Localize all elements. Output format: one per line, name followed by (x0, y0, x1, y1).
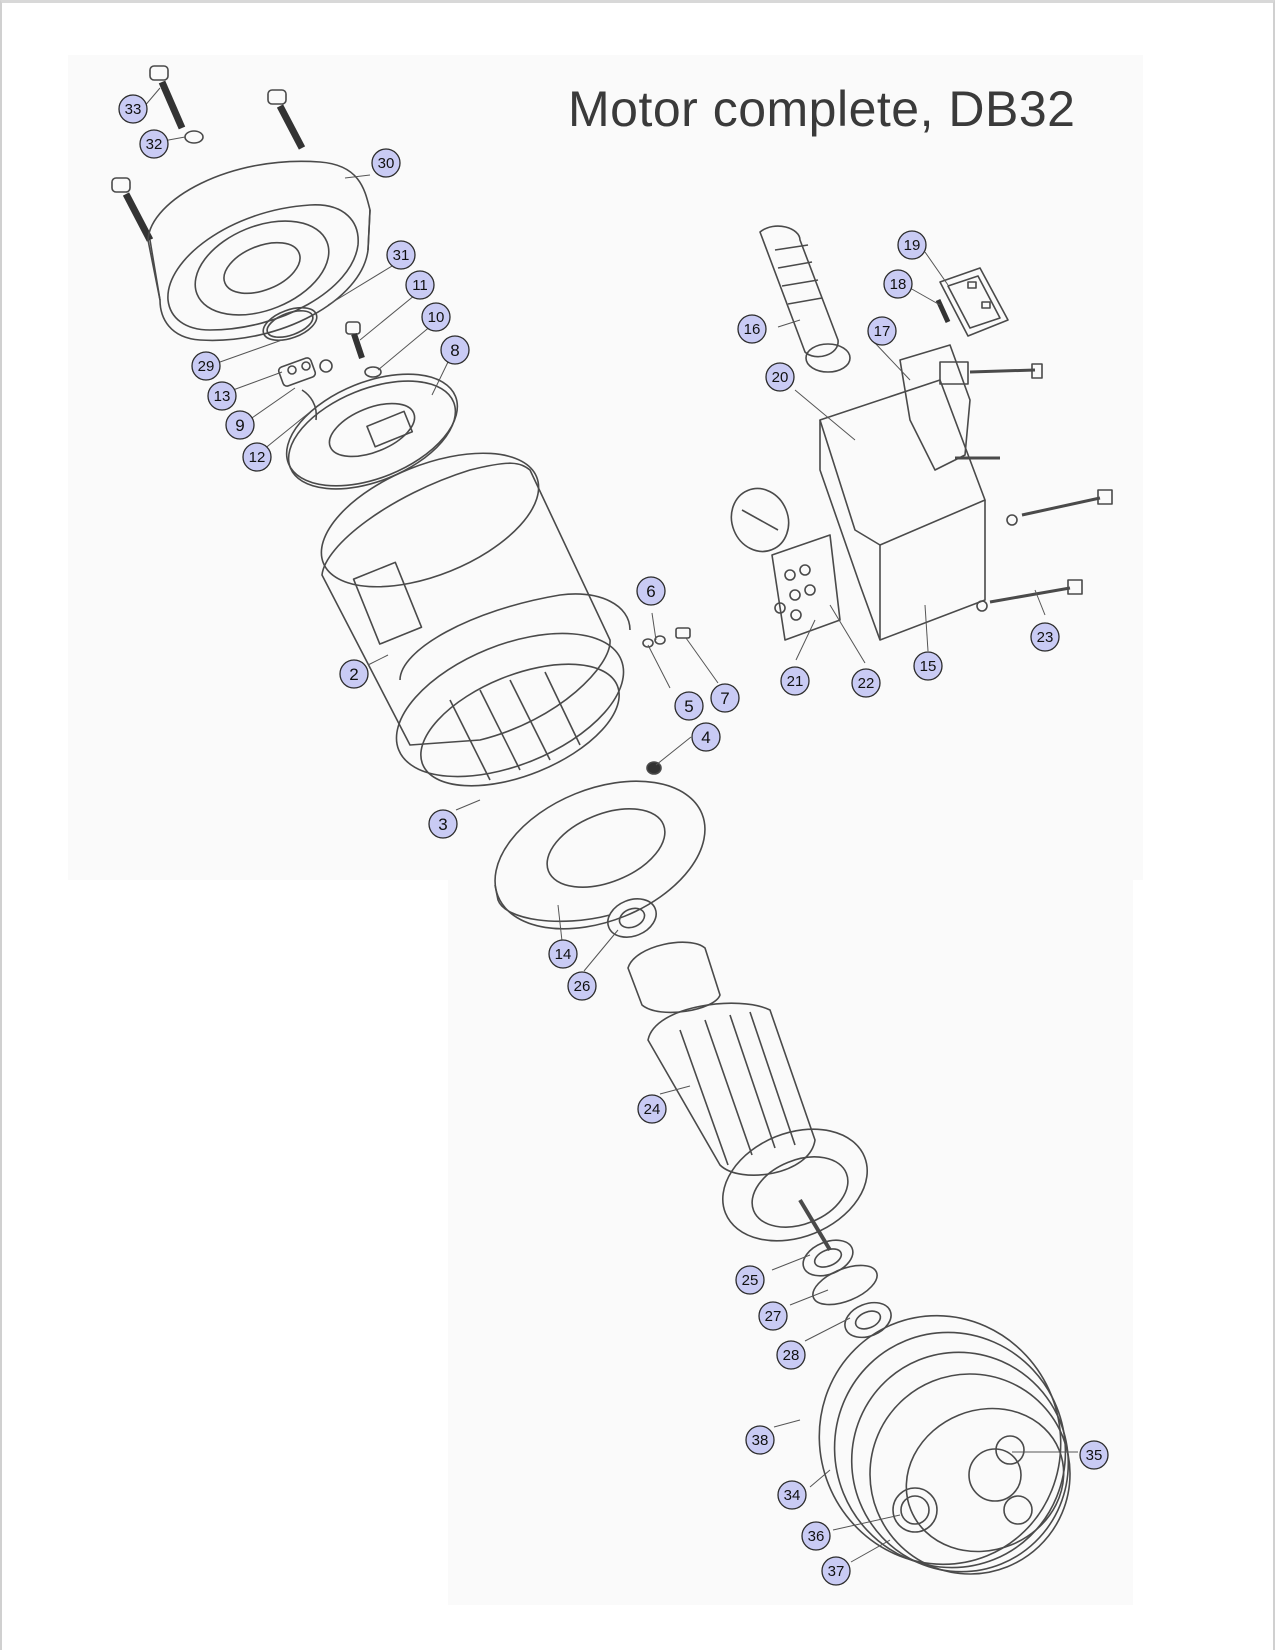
callout-7: 7 (710, 683, 740, 713)
callout-4: 4 (691, 722, 721, 752)
callout-33: 33 (118, 94, 148, 124)
svg-text:29: 29 (198, 358, 215, 375)
gear-housing (818, 1314, 1071, 1575)
small-screws (642, 627, 691, 775)
callout-8: 8 (440, 335, 470, 365)
svg-text:14: 14 (555, 946, 572, 963)
svg-text:7: 7 (720, 689, 729, 708)
svg-text:8: 8 (450, 341, 459, 360)
callout-19: 19 (897, 230, 927, 260)
svg-text:38: 38 (752, 1432, 769, 1449)
svg-text:32: 32 (146, 136, 163, 153)
svg-text:17: 17 (874, 323, 891, 340)
callout-13: 13 (207, 381, 237, 411)
end-cover (147, 160, 371, 342)
bearing-front (607, 898, 657, 938)
callout-38: 38 (745, 1425, 775, 1455)
svg-text:19: 19 (904, 237, 921, 254)
page-title: Motor complete, DB32 (568, 81, 1076, 137)
svg-text:37: 37 (828, 1563, 845, 1580)
callout-6: 6 (636, 576, 666, 606)
callout-18: 18 (883, 269, 913, 299)
svg-text:2: 2 (349, 665, 358, 684)
svg-text:36: 36 (808, 1528, 825, 1545)
callout-20: 20 (765, 362, 795, 392)
svg-text:23: 23 (1037, 629, 1054, 646)
callout-21: 21 (780, 666, 810, 696)
callout-12: 12 (242, 442, 272, 472)
part-drawings (111, 65, 1113, 1575)
svg-text:15: 15 (920, 658, 937, 675)
svg-text:6: 6 (646, 582, 655, 601)
callout-17: 17 (867, 316, 897, 346)
svg-text:24: 24 (644, 1101, 661, 1118)
callouts: 2 3 4 5 6 7 8 9 10 11 12 13 14 15 16 17 … (118, 94, 1109, 1586)
svg-text:31: 31 (393, 247, 410, 264)
callout-22: 22 (851, 668, 881, 698)
svg-text:35: 35 (1086, 1447, 1103, 1464)
svg-text:12: 12 (249, 449, 266, 466)
callout-15: 15 (913, 651, 943, 681)
callout-37: 37 (821, 1556, 851, 1586)
screw-and-washer (345, 321, 382, 378)
svg-text:5: 5 (684, 697, 693, 716)
svg-text:18: 18 (890, 276, 907, 293)
svg-text:26: 26 (574, 978, 591, 995)
callout-10: 10 (421, 302, 451, 332)
rotor (627, 941, 869, 1252)
callout-35: 35 (1079, 1440, 1109, 1470)
housing-bolts (111, 65, 306, 242)
callout-5: 5 (674, 691, 704, 721)
svg-text:10: 10 (428, 309, 445, 326)
svg-text:13: 13 (214, 388, 231, 405)
callout-25: 25 (735, 1265, 765, 1295)
callout-28: 28 (776, 1340, 806, 1370)
switch (935, 267, 1009, 337)
brush-plate (285, 373, 459, 490)
stator-housing (320, 452, 631, 787)
small-connector-parts (277, 357, 333, 421)
callout-9: 9 (225, 410, 255, 440)
callout-34: 34 (777, 1480, 807, 1510)
callout-32: 32 (139, 129, 169, 159)
terminal-box (730, 344, 1113, 641)
rear-bearings (802, 1239, 892, 1339)
svg-text:20: 20 (772, 369, 789, 386)
cable-gland (759, 225, 851, 373)
o-ring (262, 306, 318, 342)
callout-36: 36 (801, 1521, 831, 1551)
callout-27: 27 (758, 1301, 788, 1331)
svg-text:30: 30 (378, 155, 395, 172)
callout-3: 3 (428, 809, 458, 839)
svg-text:28: 28 (783, 1347, 800, 1364)
svg-text:11: 11 (412, 277, 428, 294)
callout-29: 29 (191, 351, 221, 381)
callout-16: 16 (737, 314, 767, 344)
gasket-ring (494, 780, 706, 930)
leader-lines (142, 87, 1078, 1563)
callout-30: 30 (371, 148, 401, 178)
callout-2: 2 (339, 659, 369, 689)
svg-text:16: 16 (744, 321, 761, 338)
svg-text:4: 4 (701, 728, 710, 747)
svg-text:3: 3 (438, 815, 447, 834)
svg-text:22: 22 (858, 675, 875, 692)
svg-text:27: 27 (765, 1308, 782, 1325)
callout-11: 11 (405, 270, 435, 300)
svg-text:33: 33 (125, 101, 142, 118)
callout-26: 26 (567, 971, 597, 1001)
svg-text:9: 9 (235, 416, 244, 435)
svg-text:34: 34 (784, 1487, 801, 1504)
callout-24: 24 (637, 1094, 667, 1124)
callout-31: 31 (386, 240, 416, 270)
callout-14: 14 (548, 939, 578, 969)
svg-text:21: 21 (787, 673, 804, 690)
svg-text:25: 25 (742, 1272, 759, 1289)
callout-23: 23 (1030, 622, 1060, 652)
